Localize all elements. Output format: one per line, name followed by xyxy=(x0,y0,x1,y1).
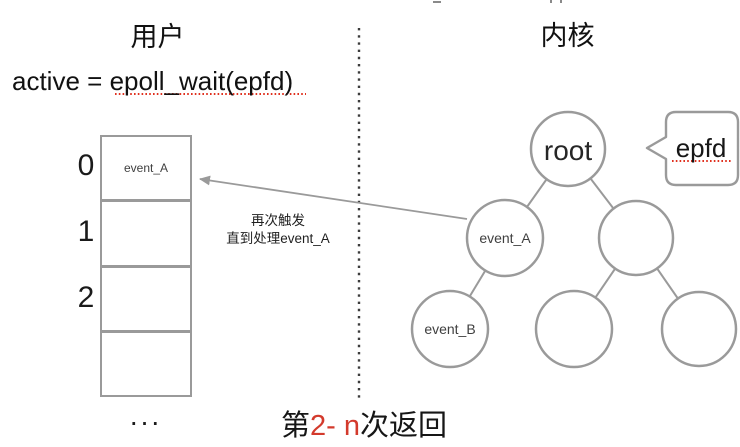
return-count-caption: 第2- n次返回 xyxy=(281,402,447,444)
code-line-prefix: active = xyxy=(12,66,110,96)
ready-list-cell-0: event_A xyxy=(102,137,190,199)
trigger-arrow-label-line2: 直到处理event_A xyxy=(226,230,330,246)
epfd-callout-label: epfd xyxy=(675,133,727,163)
ready-list-ellipsis: ... xyxy=(129,400,163,431)
trigger-arrow-label: 再次触发 直到处理event_A xyxy=(203,212,353,247)
epfd-callout-bubble xyxy=(645,110,740,187)
ready-list-index-2: 2 xyxy=(77,281,95,314)
cropped-line-fragments xyxy=(433,0,562,3)
ready-list-index-0: 0 xyxy=(77,149,95,182)
trigger-arrow-label-line1: 再次触发 xyxy=(251,213,305,228)
ready-list-cell-2 xyxy=(102,264,190,330)
ready-list-array: event_A xyxy=(100,135,192,397)
ready-list-index-1: 1 xyxy=(77,215,95,248)
ready-list-cell-3 xyxy=(102,329,190,395)
tree-node-empty-1-circle xyxy=(597,199,675,277)
caption-prefix: 第 xyxy=(281,410,311,442)
tree-node-root-circle xyxy=(529,110,607,188)
tree-node-empty-3-circle xyxy=(660,290,738,368)
kernel-panel-title: 内核 xyxy=(540,21,595,51)
tree-node-event-a-circle xyxy=(465,198,545,278)
epoll-wait-code-line: active = epoll_wait(epfd) xyxy=(12,66,293,97)
ready-list-cell-0-value: event_A xyxy=(123,161,169,176)
tree-node-root-label: root xyxy=(543,135,593,166)
tree-node-event-b-circle xyxy=(410,289,490,369)
tree-node-event-b-label: event_B xyxy=(424,321,476,337)
caption-highlight: 2- n xyxy=(310,410,360,442)
code-line-call: epoll_wait(epfd) xyxy=(109,66,294,96)
trigger-arrow xyxy=(199,175,468,220)
caption-suffix: 次返回 xyxy=(360,410,448,442)
ready-list-cell-1 xyxy=(102,199,190,264)
tree-node-empty-2-circle xyxy=(534,289,614,369)
user-panel-title: 用户 xyxy=(130,22,185,52)
tree-node-event-a-label: event_A xyxy=(479,230,531,246)
